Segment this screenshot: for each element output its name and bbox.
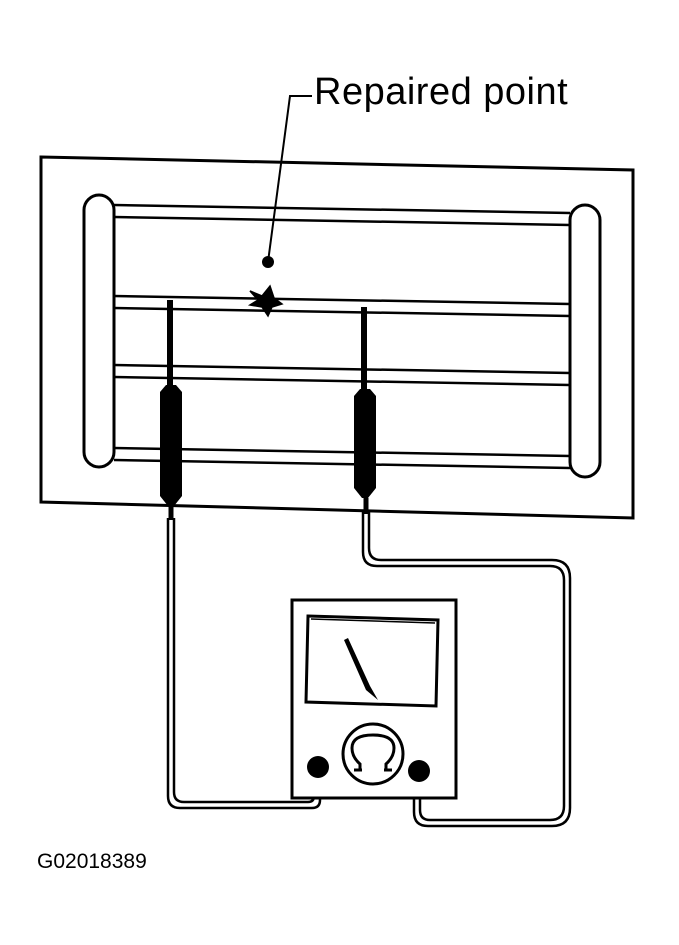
grid-line-1-top (113, 203, 571, 215)
terminal-left (307, 756, 329, 778)
heater-grid-lines (113, 203, 571, 470)
figure-id: G02018389 (37, 850, 147, 873)
probe-left (160, 300, 182, 520)
grid-line-4-bottom (113, 458, 571, 470)
bus-bar-right (568, 203, 602, 479)
grid-line-3-top (113, 363, 571, 375)
probe-right (354, 307, 376, 514)
grid-line-1-bottom (113, 215, 571, 227)
terminal-right (408, 760, 430, 782)
ohmmeter (290, 598, 458, 800)
glass-panel (39, 155, 635, 520)
bus-bar-left (82, 193, 116, 469)
meter-display (304, 614, 440, 708)
grid-line-2-top (113, 294, 571, 306)
meter-needle (344, 638, 378, 700)
repaired-point-marker (247, 256, 284, 318)
repaired-point-label: Repaired point (314, 71, 569, 113)
callout-leader (267, 95, 312, 263)
grid-line-2-bottom (113, 306, 571, 318)
grid-line-3-bottom (113, 375, 571, 387)
grid-line-4-top (113, 446, 571, 458)
test-lead-right (361, 512, 572, 828)
ohm-symbol-icon (341, 722, 405, 786)
